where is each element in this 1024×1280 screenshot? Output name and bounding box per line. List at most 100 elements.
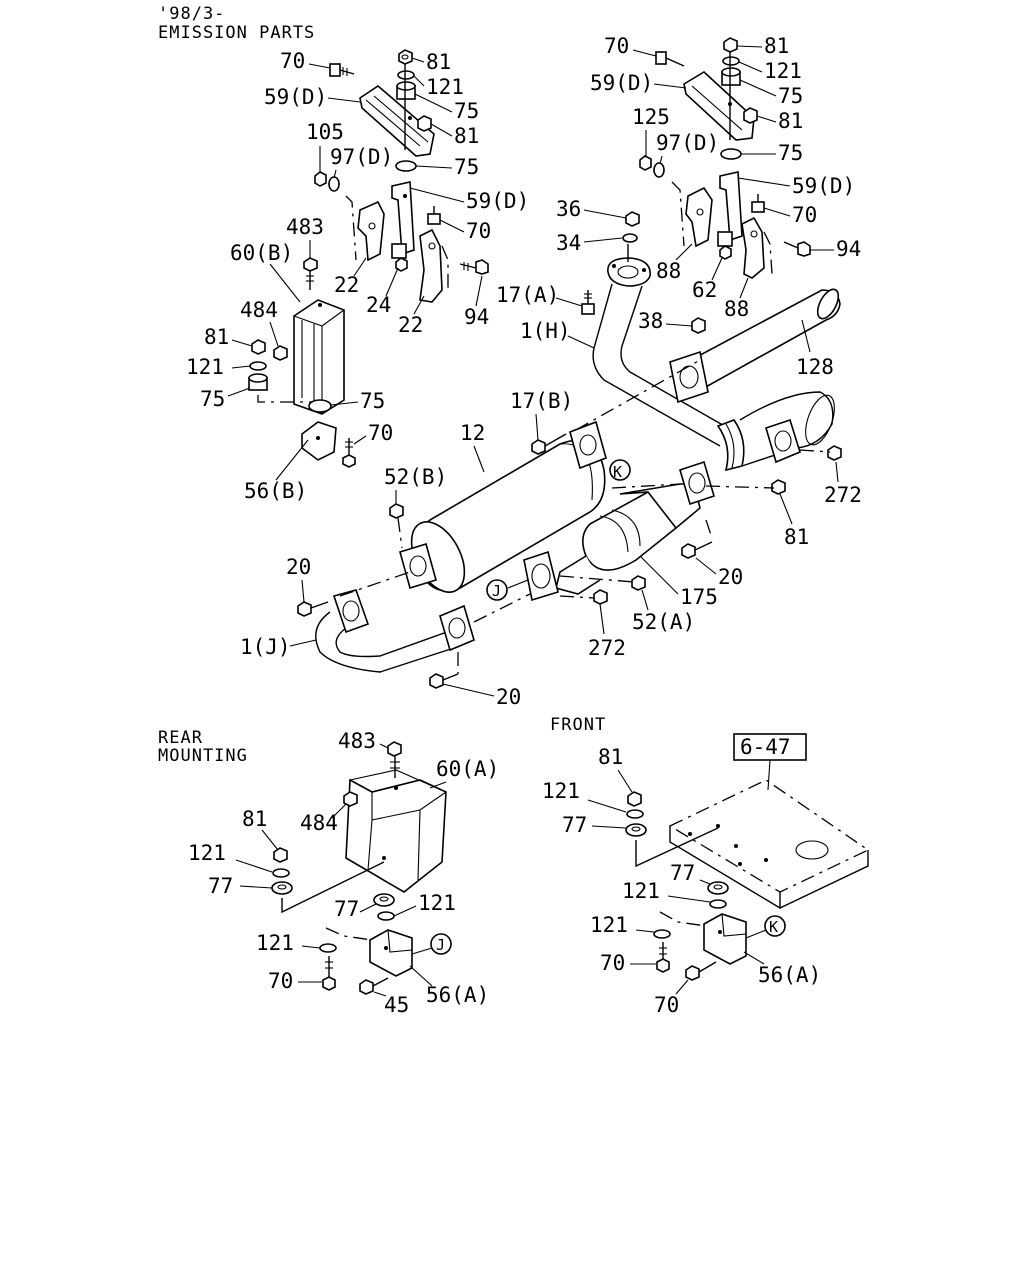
nut-484-rear-icon	[343, 791, 358, 807]
svg-text:K: K	[613, 463, 622, 481]
bolt-20-upper-icon	[297, 601, 329, 617]
rear-mounting-labels: 483 60(A) 81 484 121 77 77 121 121 70 45…	[188, 729, 499, 1017]
label-81-tr: 81	[764, 34, 789, 58]
label-128: 128	[796, 355, 834, 379]
label-38: 38	[638, 309, 663, 333]
label-94-tl: 94	[464, 305, 489, 329]
label-121-rear-2: 121	[418, 891, 456, 915]
nut-81-rear-icon	[273, 847, 288, 863]
rear-mounting-group: J	[271, 741, 452, 995]
nut-272-right-icon	[827, 445, 842, 461]
rubber-77-rear-icon	[271, 881, 293, 895]
label-121-front-2: 121	[622, 879, 660, 903]
bracket-59d-upper-icon	[359, 84, 435, 157]
label-12: 12	[460, 421, 485, 445]
bolt-70-icon	[329, 63, 355, 77]
label-20-lower: 20	[496, 685, 521, 709]
svg-text:J: J	[436, 936, 445, 954]
label-75-tl-4: 75	[360, 389, 385, 413]
bolt-70-tr-right-icon	[751, 194, 765, 213]
washer-75-tr-icon	[720, 148, 742, 160]
bracket-59d-lower-icon	[391, 181, 415, 256]
bolt-94-tr-icon	[783, 241, 811, 257]
label-81-rear: 81	[242, 807, 267, 831]
label-81-mid: 81	[784, 525, 809, 549]
callout-j-top: J	[486, 579, 508, 601]
bracket-56a-rear-icon	[369, 929, 413, 977]
label-121-tr: 121	[764, 59, 802, 83]
label-81-tl-2: 81	[454, 124, 479, 148]
front-mounting-group: 6-47	[625, 733, 870, 981]
label-77-rear-2: 77	[334, 897, 359, 921]
callout-k-front: K	[764, 915, 786, 937]
washer-121-front-icon	[626, 809, 644, 819]
svg-text:J: J	[492, 582, 501, 600]
label-75-tl: 75	[454, 99, 479, 123]
rear-mounting-title-1: REAR	[158, 728, 203, 748]
hanger-88-icon	[685, 186, 713, 248]
label-70-tl: 70	[280, 49, 305, 73]
label-121-rear: 121	[188, 841, 226, 865]
nut-105-icon	[314, 171, 327, 187]
washer-97d-tr-icon	[653, 162, 665, 178]
label-70-tl-3: 70	[368, 421, 393, 445]
nut-81-tr-lower-icon	[743, 107, 758, 124]
label-272-r: 272	[824, 483, 862, 507]
label-483-tl: 483	[286, 215, 324, 239]
hanger-22-right-icon	[419, 228, 443, 303]
label-75-tr-2: 75	[778, 141, 803, 165]
header-date: '98/3-	[158, 4, 225, 24]
label-88-tr: 88	[656, 259, 681, 283]
label-36: 36	[556, 197, 581, 221]
gasket-34-icon	[622, 233, 638, 243]
rubber-75-icon	[396, 81, 416, 100]
washer-121-bracket-icon	[249, 361, 267, 371]
label-56a-front: 56(A)	[758, 963, 821, 987]
label-75-tl-3: 75	[200, 387, 225, 411]
washer-121-tr-icon	[722, 56, 740, 66]
label-272-l: 272	[588, 636, 626, 660]
callout-j-rear: J	[430, 933, 452, 955]
label-24: 24	[366, 293, 391, 317]
label-81-tr-2: 81	[778, 109, 803, 133]
label-52b: 52(B)	[384, 465, 447, 489]
nut-38-icon	[691, 317, 706, 334]
label-62: 62	[692, 278, 717, 302]
rubber-75-bracket-icon	[248, 373, 268, 391]
label-70-front-2: 70	[654, 993, 679, 1017]
spacer-24-icon	[391, 243, 407, 259]
bolt-45-icon	[359, 977, 389, 995]
washer-121-icon	[397, 70, 415, 80]
nut-81-icon	[398, 49, 413, 65]
label-60a: 60(A)	[436, 757, 499, 781]
washer-97d-icon	[328, 176, 340, 192]
nut-81-front-icon	[627, 791, 642, 807]
label-20-upper: 20	[286, 555, 311, 579]
rubber-75-tr-icon	[721, 67, 741, 86]
nut-81-tr-icon	[723, 37, 738, 53]
top-labels: 70 81 121 59(D) 75 81 105 97(D) 75 59(D)…	[186, 34, 862, 709]
washer-121-rear-bolt-icon	[319, 943, 337, 953]
catalytic-converter-175-group	[523, 460, 786, 605]
label-75-tr: 75	[778, 84, 803, 108]
bracket-59d-tr-lower-icon	[719, 171, 743, 242]
label-70-tr: 70	[604, 34, 629, 58]
hanger-22-icon	[357, 200, 385, 262]
reference-box-6-47: 6-47	[733, 733, 807, 761]
stud-17a-icon	[581, 290, 595, 315]
flange-1j-front-icon	[439, 604, 475, 652]
crossmember-plate-icon	[668, 779, 870, 910]
label-97d-tl: 97(D)	[330, 145, 393, 169]
nut-81-conv-icon	[771, 479, 786, 495]
label-484-rear: 484	[300, 811, 338, 835]
nut-125-icon	[639, 155, 652, 171]
label-88-tr-2: 88	[724, 297, 749, 321]
label-125: 125	[632, 105, 670, 129]
callout-k-top: K	[609, 459, 631, 481]
washer-75-lower-icon	[308, 399, 332, 413]
rubber-77-front-lower-icon	[707, 881, 729, 895]
nut-81-lower-icon	[417, 115, 432, 132]
label-17a: 17(A)	[496, 283, 559, 307]
bolt-94-icon	[459, 259, 489, 275]
